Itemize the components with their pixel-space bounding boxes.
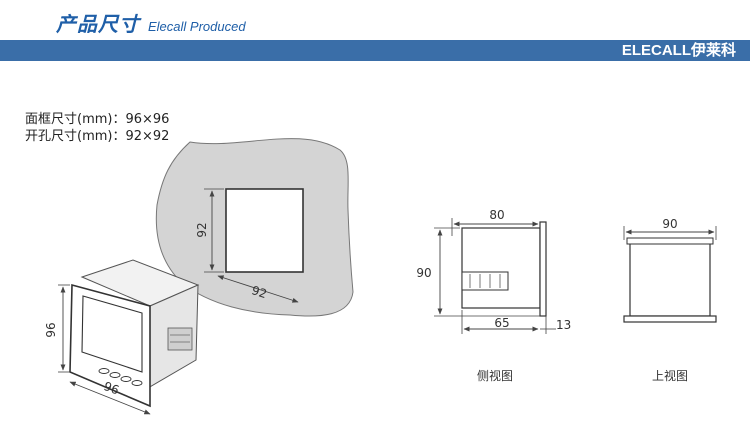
side-view-drawing: 80 90 65 13 侧视图 [416, 208, 571, 383]
top-view-caption: 上视图 [652, 368, 688, 383]
side-view-depth-label: 80 [489, 208, 504, 222]
meter-button [131, 380, 143, 386]
side-view-height-label: 90 [416, 266, 431, 280]
side-view-terminal [461, 271, 509, 291]
side-view-caption: 侧视图 [477, 368, 513, 383]
top-view-rear-lip [626, 237, 714, 245]
cutout-size-spec: 开孔尺寸(mm)：92×92 [25, 129, 170, 144]
cutout-width-label: 92 [250, 283, 269, 301]
panel-size-spec: 面框尺寸(mm)：96×96 [25, 112, 170, 127]
cutout-height-label: 92 [195, 222, 209, 237]
meter-drawing: 96 96 [44, 259, 200, 415]
cutout-width-dimension [217, 275, 299, 303]
page-header: 产品尺寸 Elecall Produced [56, 8, 246, 40]
page-subtitle: Elecall Produced [148, 19, 246, 34]
meter-button [109, 372, 121, 378]
side-view-body-label: 65 [494, 316, 509, 330]
side-view-flange [539, 221, 547, 317]
brand-bar: ELECALL伊莱科 [0, 40, 750, 61]
top-view-drawing: 90 上视图 [623, 217, 717, 383]
meter-width-dimension [69, 381, 151, 415]
meter-display-window [81, 295, 143, 373]
page-title: 产品尺寸 [56, 12, 140, 36]
brand-logo: ELECALL伊莱科 [621, 42, 736, 59]
top-view-width-label: 90 [662, 217, 677, 231]
meter-width-label: 96 [102, 379, 121, 397]
cutout-hole [225, 188, 304, 273]
side-view-flange-label: 13 [556, 318, 571, 332]
meter-button [98, 368, 110, 374]
meter-button [120, 376, 132, 382]
meter-terminal [167, 327, 193, 351]
meter-height-label: 96 [44, 322, 58, 337]
side-view-body [461, 227, 541, 309]
top-view-flange [623, 315, 717, 323]
top-view-body [629, 242, 711, 317]
panel-cutout-drawing: 92 92 [155, 138, 354, 317]
